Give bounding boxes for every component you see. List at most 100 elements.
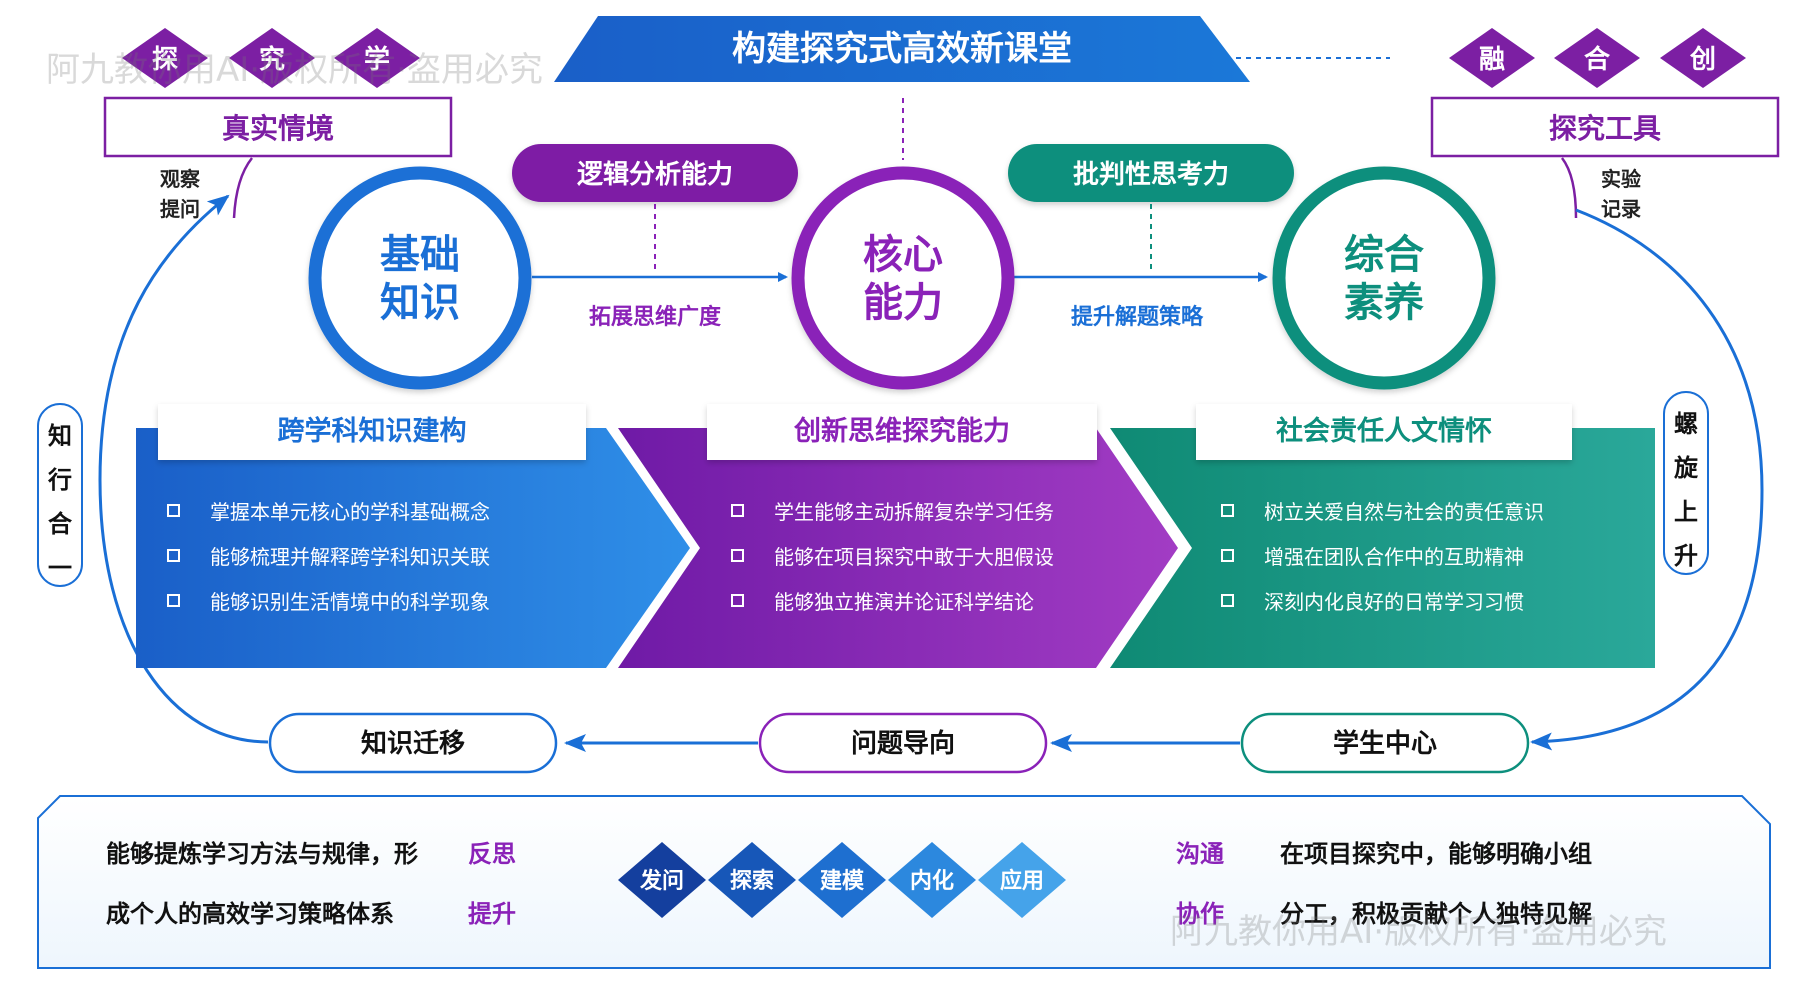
bottom-right-tag: 沟通 协作: [1176, 838, 1246, 930]
pill-logic-label: 逻辑分析能力: [577, 159, 733, 190]
pill-problem: [758, 712, 1048, 774]
left-note-line2: 提问: [160, 197, 200, 221]
pill-critical: [1008, 144, 1294, 202]
bottom-left-tag-2: 提升: [468, 900, 516, 928]
left-note: 观察 提问: [160, 164, 220, 224]
panel-blue: [136, 428, 690, 668]
panel-blue-tab: [158, 404, 586, 460]
right-note-line1: 实验: [1601, 167, 1641, 191]
panel-teal-tab: [1196, 404, 1572, 460]
panel-purple-header: 创新思维探究能力: [794, 416, 1010, 447]
pill-student: [1240, 712, 1530, 774]
bottom-diamond-1: [708, 842, 796, 918]
diamond-tan-label: 探: [152, 45, 178, 75]
list-item: 树立关爱自然与社会的责任意识: [1218, 490, 1638, 535]
bottom-diamond-group: 发问 探索 建模 内化 应用: [618, 842, 1066, 918]
pill-problem-label: 问题导向: [851, 728, 955, 759]
circle-knowledge: 基础 知识: [308, 166, 532, 390]
right-box-frame: [1430, 96, 1780, 158]
left-diamond-group: 探 究 学: [122, 28, 420, 88]
bottom-right-tag-2: 协作: [1176, 900, 1224, 928]
loop-arc-left: [98, 194, 269, 744]
diamond-he-label: 合: [1584, 44, 1611, 75]
diamond-jiu: [229, 28, 315, 88]
list-item: 深刻内化良好的日常学习习惯: [1218, 580, 1638, 625]
left-note-line1: 观察: [160, 167, 200, 191]
diamond-tan: [122, 28, 208, 88]
right-vertical-3: 升: [1674, 542, 1698, 570]
circle-literacy-line2: 素养: [1344, 280, 1424, 326]
pill-transfer-label: 知识迁移: [361, 729, 465, 759]
list-item: 能够在项目探究中敢于大胆假设: [728, 535, 1128, 580]
pill-critical-label: 批判性思考力: [1073, 160, 1229, 190]
right-vertical-1: 旋: [1673, 454, 1699, 482]
right-note: 实验 记录: [1601, 164, 1661, 224]
bottom-left-tag: 反思 提升: [468, 838, 538, 930]
pill-student-label: 学生中心: [1333, 728, 1437, 759]
bottom-right-line1: 在项目探究中，能够明确小组: [1280, 840, 1592, 868]
left-box-curl: [232, 157, 253, 219]
title-banner: [554, 16, 1250, 82]
bottom-left-tag-1: 反思: [468, 840, 516, 868]
diamond-rong-label: 融: [1479, 45, 1505, 75]
panel-teal-list: 树立关爱自然与社会的责任意识 增强在团队合作中的互助精神 深刻内化良好的日常学习…: [1218, 490, 1638, 625]
left-vertical-1: 行: [47, 466, 72, 494]
circle-knowledge-line2: 知识: [380, 280, 460, 326]
bottom-diamond-2: [798, 842, 886, 918]
circle-core-line2: 能力: [863, 280, 943, 326]
bottom-diamond-1-label: 探索: [730, 868, 774, 894]
panel-teal: [1110, 428, 1655, 668]
bottom-left-line2: 成个人的高效学习策略体系: [106, 900, 394, 928]
circle-core: 核心 能力: [791, 166, 1015, 390]
panel-blue-list: 掌握本单元核心的学科基础概念 能够梳理并解释跨学科知识关联 能够识别生活情境中的…: [164, 490, 584, 625]
list-item: 掌握本单元核心的学科基础概念: [164, 490, 584, 535]
connector-label-expand: 拓展思维广度: [589, 304, 722, 330]
left-vertical-2: 合: [48, 510, 73, 538]
right-vertical-0: 螺: [1674, 410, 1698, 438]
diamond-chuang: [1660, 28, 1746, 88]
loop-arc-right: [1530, 208, 1764, 751]
bottom-right-tag-1: 沟通: [1176, 840, 1224, 868]
right-vertical-pill: [1663, 391, 1709, 575]
right-note-line2: 记录: [1601, 197, 1641, 221]
diamond-xue: [334, 28, 420, 88]
bottom-diamond-0-label: 发问: [639, 868, 684, 894]
circle-knowledge-line1: 基础: [380, 232, 460, 278]
right-box-curl: [1560, 157, 1578, 219]
bottom-left-text: 能够提炼学习方法与规律，形 成个人的高效学习策略体系: [106, 838, 466, 930]
right-vertical-2: 上: [1674, 498, 1698, 526]
bottom-right-text: 在项目探究中，能够明确小组 分工，积极贡献个人独特见解: [1280, 838, 1680, 930]
diamond-rong: [1449, 28, 1535, 88]
circle-core-line1: 核心: [863, 232, 943, 278]
bottom-diamond-4-label: 应用: [1000, 868, 1044, 894]
pill-logic: [512, 144, 798, 202]
bottom-left-line1: 能够提炼学习方法与规律，形: [106, 840, 418, 868]
left-box-label: 真实情境: [222, 112, 334, 145]
diamond-he: [1554, 28, 1640, 88]
bottom-diamond-3: [888, 842, 976, 918]
diamond-chuang-label: 创: [1689, 45, 1716, 75]
right-diamond-group: 融 合 创: [1449, 28, 1746, 88]
left-box-frame: [103, 96, 453, 158]
right-box-label: 探究工具: [1549, 112, 1661, 145]
bottom-diamond-3-label: 内化: [910, 868, 954, 894]
page-title: 构建探究式高效新课堂: [732, 29, 1072, 69]
diamond-jiu-label: 究: [259, 44, 285, 75]
bottom-diamond-0: [618, 842, 706, 918]
bottom-diamond-4: [978, 842, 1066, 918]
left-vertical-3: 一: [48, 554, 72, 582]
connector-label-strategy: 提升解题策略: [1071, 304, 1204, 330]
left-vertical-pill: [37, 403, 83, 587]
list-item: 能够独立推演并论证科学结论: [728, 580, 1128, 625]
bottom-diamond-2-label: 建模: [820, 869, 865, 894]
bottom-right-line2: 分工，积极贡献个人独特见解: [1280, 900, 1592, 928]
panel-purple-list: 学生能够主动拆解复杂学习任务 能够在项目探究中敢于大胆假设 能够独立推演并论证科…: [728, 490, 1128, 625]
watermark-top-left: 阿九教你用AI·版权所有·盗用必究: [46, 50, 543, 90]
watermark-bottom-right: 阿九教你用AI·版权所有·盗用必究: [1170, 912, 1667, 952]
list-item: 增强在团队合作中的互助精神: [1218, 535, 1638, 580]
pill-transfer: [268, 712, 558, 774]
panel-teal-header: 社会责任人文情怀: [1276, 416, 1492, 447]
panel-purple-tab: [707, 404, 1097, 460]
panel-blue-header: 跨学科知识建构: [277, 416, 467, 447]
list-item: 能够识别生活情境中的科学现象: [164, 580, 584, 625]
